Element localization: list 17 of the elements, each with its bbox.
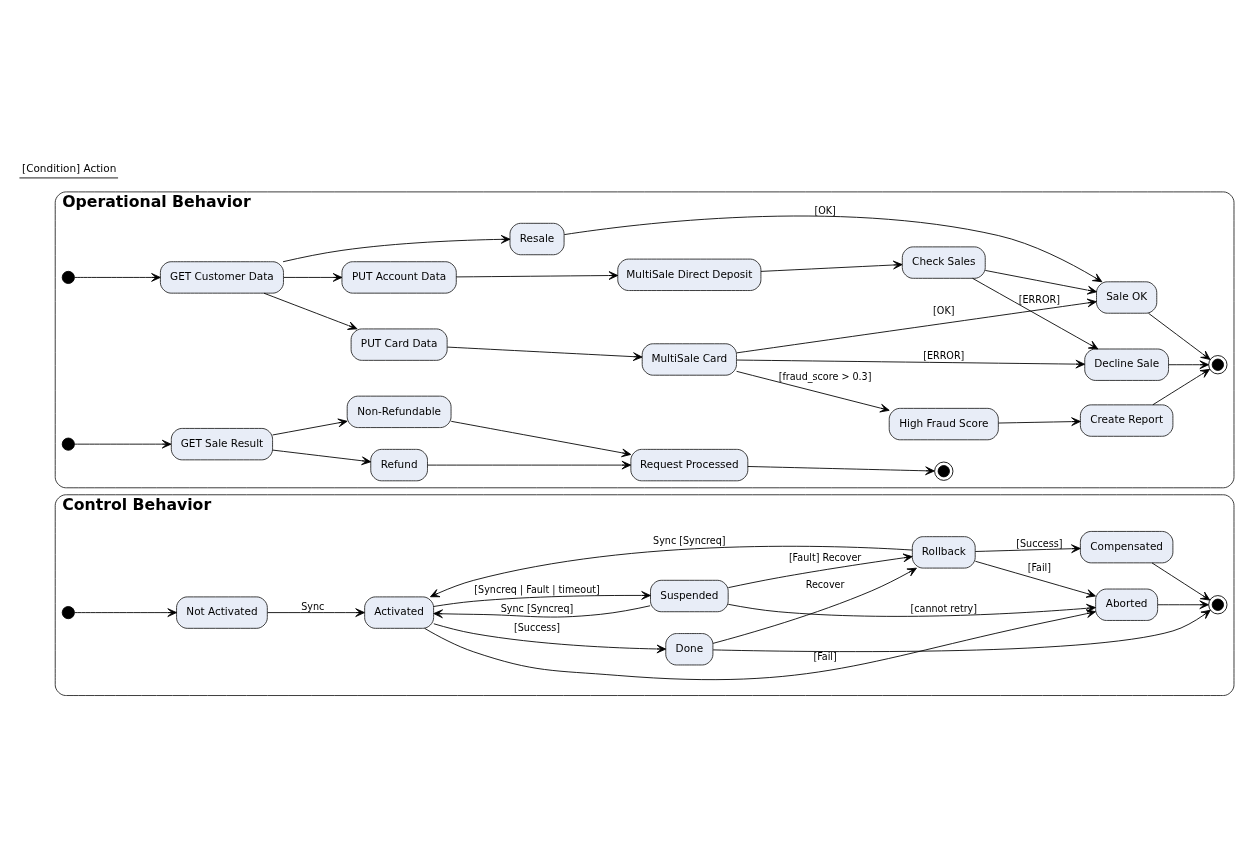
edge-label: [OK] xyxy=(814,204,836,216)
edge-label: [Fail] xyxy=(813,651,837,663)
edge-label: [Fault] Recover xyxy=(788,551,862,563)
edge-label: [Success] xyxy=(513,621,561,633)
edge-label: [Fail] xyxy=(1027,562,1052,574)
edge-label: [OK] xyxy=(933,304,955,316)
edge-label: [ERROR] xyxy=(923,350,965,362)
edge-label: [fraud_score > 0.3] xyxy=(778,371,872,383)
edge-label: [cannot retry] xyxy=(910,602,978,614)
edge-label: Recover xyxy=(805,578,845,590)
edge-label: Sync xyxy=(301,600,325,612)
edge-label: [Success] xyxy=(1016,537,1063,549)
legend-label: [Condition] Action xyxy=(22,162,117,175)
edge-label: Sync [Syncreq] xyxy=(500,602,574,614)
edge-label: Sync [Syncreq] xyxy=(653,535,726,547)
edge-label: [Syncreq | Fault | timeout] xyxy=(474,584,600,596)
edge-label: [ERROR] xyxy=(1018,293,1060,305)
